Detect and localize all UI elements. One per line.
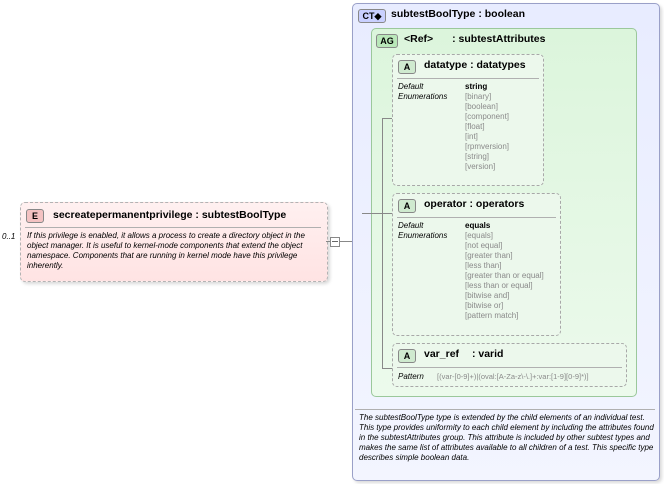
- enumeration-list: [binary] [boolean] [component] [float] […: [465, 92, 509, 172]
- element-divider: [25, 227, 321, 228]
- enum-item: [greater than]: [465, 251, 513, 260]
- pattern-value: [(var-[0-9]+)|(oval:[A-Za-z\-\.]+:var:[1…: [437, 372, 589, 381]
- element-badge: E: [26, 209, 44, 223]
- element-type: : subtestBoolType: [195, 209, 287, 221]
- tree-vertical-line: [382, 118, 383, 368]
- complex-type-title: subtestBoolType : boolean: [391, 8, 525, 20]
- complex-type-base: : boolean: [478, 8, 525, 20]
- element-name: secreatepermanentprivilege: [53, 209, 193, 221]
- default-value: equals: [465, 221, 491, 230]
- enum-item: [int]: [465, 132, 478, 141]
- enum-item: [bitwise and]: [465, 291, 510, 300]
- enum-item: [equals]: [465, 231, 494, 240]
- attribute-title: var_ref : varid: [424, 348, 503, 360]
- connector-line: [326, 241, 330, 242]
- attribute-title: operator : operators: [424, 198, 524, 210]
- attribute-var-ref[interactable]: A var_ref : varid Pattern [(var-[0-9]+)|…: [392, 343, 627, 387]
- enum-item: [component]: [465, 112, 510, 121]
- enumerations-label: Enumerations: [398, 231, 448, 240]
- enum-item: [greater than or equal]: [465, 271, 544, 280]
- cardinality-label: 0..1: [2, 232, 16, 241]
- tree-branch-operator: [382, 213, 392, 214]
- enum-item: [pattern match]: [465, 311, 519, 320]
- attribute-title: datatype : datatypes: [424, 59, 526, 71]
- enum-item: [float]: [465, 122, 485, 131]
- attribute-name: var_ref: [424, 348, 460, 360]
- attribute-group-badge: AG: [376, 34, 398, 48]
- attribute-operator[interactable]: A operator : operators Default Enumerati…: [392, 193, 561, 336]
- attribute-badge: A: [398, 199, 416, 213]
- default-label: Default: [398, 82, 424, 91]
- enum-item: [boolean]: [465, 102, 498, 111]
- enum-item: [not equal]: [465, 241, 503, 250]
- tree-trunk: [362, 213, 382, 214]
- default-label: Default: [398, 221, 424, 230]
- default-value: string: [465, 82, 488, 91]
- element-description: If this privilege is enabled, it allows …: [27, 231, 305, 270]
- complex-type-description: The subtestBoolType type is extended by …: [359, 413, 654, 462]
- sequence-connector[interactable]: [330, 237, 340, 247]
- pattern-label: Pattern: [398, 372, 424, 381]
- extension-icon: ◆: [374, 11, 382, 21]
- tree-branch-datatype: [382, 118, 392, 119]
- attribute-divider: [397, 78, 539, 79]
- attribute-name: datatype: [424, 59, 468, 71]
- attribute-type: : operators: [469, 198, 525, 210]
- attribute-type: : datatypes: [470, 59, 526, 71]
- attribute-group-name: : subtestAttributes: [452, 33, 546, 45]
- complex-type-name: subtestBoolType: [391, 8, 476, 20]
- connector-line-2: [339, 241, 352, 242]
- element-node[interactable]: E secreatepermanentprivilege : subtestBo…: [20, 202, 328, 282]
- minus-icon: [332, 241, 338, 242]
- enum-item: [string]: [465, 152, 490, 161]
- enum-item: [version]: [465, 162, 496, 171]
- complex-type-divider: [355, 409, 655, 410]
- enumerations-label: Enumerations: [398, 92, 448, 101]
- enum-item: [binary]: [465, 92, 492, 101]
- element-title: secreatepermanentprivilege : subtestBool…: [53, 209, 286, 221]
- attribute-type: : varid: [471, 348, 504, 360]
- enum-item: [bitwise or]: [465, 301, 504, 310]
- attribute-divider: [397, 367, 622, 368]
- enum-item: [less than or equal]: [465, 281, 533, 290]
- enum-item: [less than]: [465, 261, 502, 270]
- attribute-badge: A: [398, 349, 416, 363]
- attribute-datatype[interactable]: A datatype : datatypes Default Enumerati…: [392, 54, 544, 186]
- complex-type-badge: CT◆: [358, 9, 386, 23]
- tree-branch-varref: [382, 368, 392, 369]
- attribute-name: operator: [424, 198, 467, 210]
- attribute-badge: A: [398, 60, 416, 74]
- enumeration-list: [equals] [not equal] [greater than] [les…: [465, 231, 544, 321]
- enum-item: [rpmversion]: [465, 142, 510, 151]
- attribute-divider: [397, 217, 556, 218]
- complex-type-badge-text: CT: [362, 11, 375, 21]
- attribute-group-title: <Ref> : subtestAttributes: [404, 33, 545, 45]
- attribute-group-ref: <Ref>: [404, 33, 434, 45]
